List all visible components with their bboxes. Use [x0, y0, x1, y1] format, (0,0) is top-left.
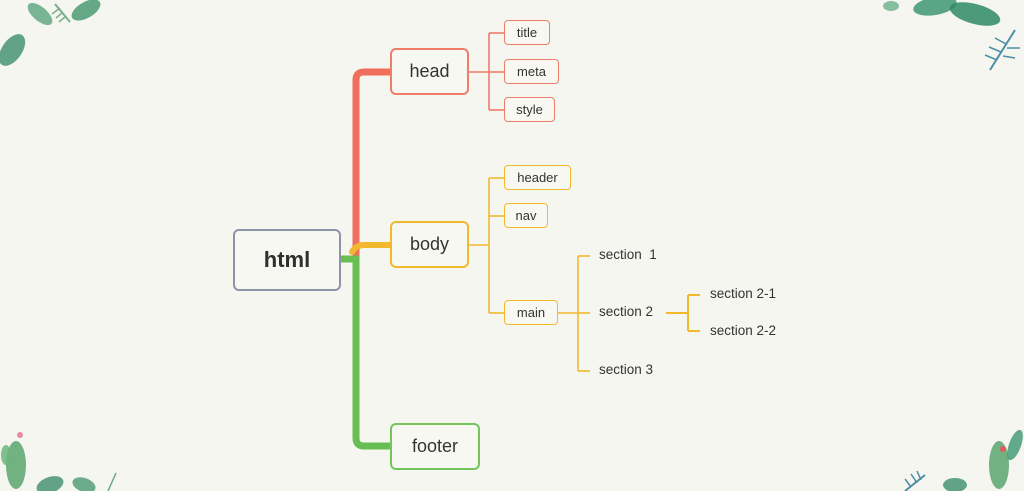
node-meta[interactable]: meta: [504, 59, 559, 84]
cactus-icon: [1, 432, 117, 491]
node-style-label: style: [516, 102, 543, 117]
node-style[interactable]: style: [504, 97, 555, 122]
head-branch-line: [337, 68, 394, 263]
node-header[interactable]: header: [504, 165, 571, 190]
node-section-3[interactable]: section 3: [599, 362, 654, 377]
root-node-label: html: [263, 247, 311, 272]
leaf-icon: [0, 0, 101, 66]
node-section-2[interactable]: section 2: [599, 304, 654, 319]
node-header-label: header: [517, 170, 558, 185]
footer-branch-line: [337, 255, 394, 450]
node-head[interactable]: head: [390, 48, 469, 95]
node-footer-label: footer: [411, 436, 459, 456]
node-body[interactable]: body: [390, 221, 469, 268]
body-children-connectors: [469, 177, 504, 314]
node-nav-label: nav: [515, 208, 537, 223]
node-section-2-2[interactable]: section 2-2: [710, 323, 777, 338]
body-branch-line: [349, 242, 393, 255]
node-main[interactable]: main: [504, 300, 558, 325]
section2-children-connectors: [666, 294, 700, 332]
node-body-label: body: [409, 234, 450, 254]
node-section-1[interactable]: section 1: [599, 247, 657, 262]
node-main-label: main: [516, 305, 546, 320]
node-meta-label: meta: [517, 64, 546, 79]
palm-leaf-icon: [883, 0, 1020, 71]
leaf-icon: [904, 429, 1023, 491]
main-children-connectors: [558, 255, 590, 372]
node-title-label: title: [516, 25, 538, 40]
node-title[interactable]: title: [504, 20, 550, 45]
node-footer[interactable]: footer: [390, 423, 480, 470]
root-node-html[interactable]: html: [233, 229, 341, 291]
node-head-label: head: [409, 61, 450, 81]
head-children-connectors: [469, 32, 504, 111]
node-nav[interactable]: nav: [504, 203, 548, 228]
node-section-2-1[interactable]: section 2-1: [710, 286, 777, 301]
